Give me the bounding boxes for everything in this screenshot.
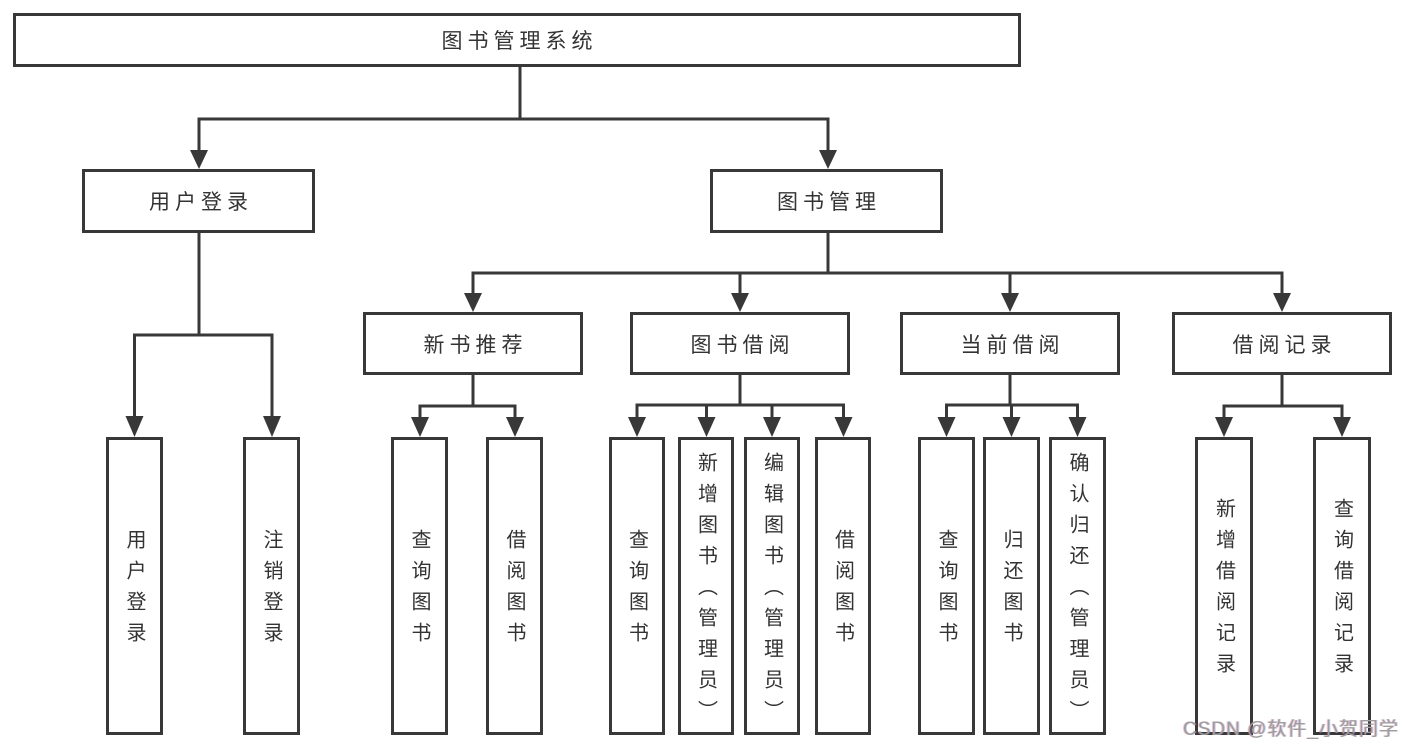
leaf-add-books-admin-label: 新增图书（管理员） <box>694 451 717 731</box>
connector-borrow-records-to-leaves <box>1215 375 1351 437</box>
node-current-borrowing-label: 当前借阅 <box>960 333 1065 357</box>
leaf-newbooks-query-books: 查询图书 <box>391 437 448 735</box>
leaf-user-login-label: 用户登录 <box>123 529 145 653</box>
connector-book-borrow-to-leaves <box>628 375 853 437</box>
node-borrowing-records-label: 借阅记录 <box>1232 333 1337 357</box>
leaf-return-books-label: 归还图书 <box>1000 529 1022 653</box>
leaf-add-borrow-record-label: 新增借阅记录 <box>1212 498 1235 684</box>
csdn-watermark: CSDN @软件_小贺同学 <box>1183 719 1399 740</box>
leaf-borrow-books-label: 借阅图书 <box>831 529 854 653</box>
leaf-confirm-return-admin: 确认归还（管理员） <box>1049 437 1106 735</box>
leaf-add-borrow-record: 新增借阅记录 <box>1195 437 1253 735</box>
leaf-edit-books-admin-label: 编辑图书（管理员） <box>760 451 783 731</box>
leaf-return-books: 归还图书 <box>983 437 1040 735</box>
leaf-logout-label: 注销登录 <box>260 529 282 653</box>
connector-user-login-to-leaves <box>125 233 281 437</box>
node-user-login: 用户登录 <box>82 169 315 233</box>
node-borrowing-records: 借阅记录 <box>1172 312 1392 375</box>
leaf-current-query-books-label: 查询图书 <box>935 529 957 653</box>
leaf-query-borrow-record: 查询借阅记录 <box>1313 437 1371 735</box>
leaf-user-login: 用户登录 <box>106 437 163 735</box>
leaf-logout: 注销登录 <box>243 437 300 735</box>
leaf-borrow-query-books-label: 查询图书 <box>625 529 648 653</box>
leaf-edit-books-admin: 编辑图书（管理员） <box>744 437 800 735</box>
node-current-borrowing: 当前借阅 <box>900 312 1120 375</box>
leaf-newbooks-query-books-label: 查询图书 <box>408 529 430 653</box>
leaf-borrow-books: 借阅图书 <box>815 437 871 735</box>
node-new-book-recommend-label: 新书推荐 <box>423 333 528 357</box>
leaf-confirm-return-admin-label: 确认归还（管理员） <box>1066 451 1088 731</box>
connector-current-borrow-to-leaves <box>937 375 1087 437</box>
node-book-borrowing: 图书借阅 <box>630 312 850 375</box>
node-book-management: 图书管理 <box>710 169 943 233</box>
leaf-borrow-query-books: 查询图书 <box>609 437 665 735</box>
node-book-borrowing-label: 图书借阅 <box>690 333 795 357</box>
node-user-login-label: 用户登录 <box>149 191 253 214</box>
leaf-query-borrow-record-label: 查询借阅记录 <box>1330 498 1353 684</box>
node-new-book-recommend: 新书推荐 <box>363 312 583 375</box>
connector-root-to-level2 <box>190 67 837 169</box>
node-root-label: 图书管理系统 <box>441 30 598 53</box>
connector-new-books-to-leaves <box>411 375 524 437</box>
connector-book-mgmt-to-level3 <box>464 233 1291 312</box>
node-root: 图书管理系统 <box>13 13 1021 67</box>
leaf-current-query-books: 查询图书 <box>918 437 975 735</box>
node-book-management-label: 图书管理 <box>777 191 881 214</box>
leaf-add-books-admin: 新增图书（管理员） <box>678 437 734 735</box>
leaf-newbooks-borrow-books: 借阅图书 <box>486 437 543 735</box>
leaf-newbooks-borrow-books-label: 借阅图书 <box>503 529 525 653</box>
